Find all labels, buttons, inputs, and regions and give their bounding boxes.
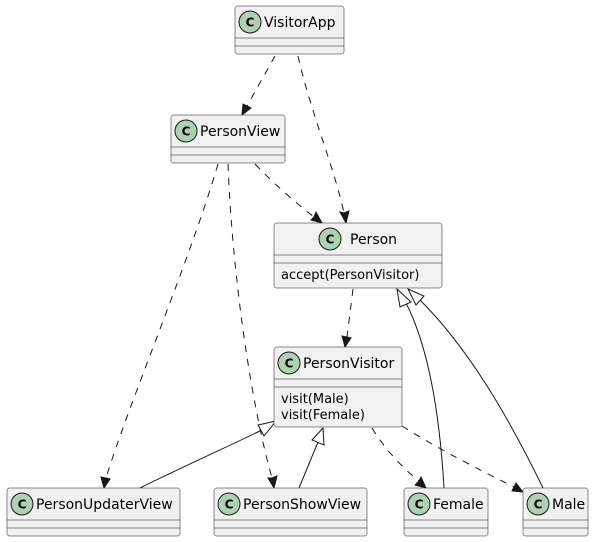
class-method: visit(Female): [281, 408, 365, 423]
arrowhead-personshowview: [267, 475, 278, 490]
edge-personvisitor-to-female: [371, 427, 420, 482]
inheritance-triangle-male: [406, 287, 425, 306]
class-male[interactable]: C Male: [522, 487, 589, 537]
arrowhead-person-from-visitorapp: [339, 210, 350, 225]
class-badge-letter: C: [415, 498, 424, 512]
edge-person-to-personvisitor: [346, 288, 354, 338]
edge-personupdaterview-inherits-personvisitor: [139, 429, 263, 489]
class-personshowview[interactable]: C PersonShowView: [213, 487, 368, 537]
class-badge-letter: C: [18, 498, 27, 512]
class-badge-icon: [238, 10, 262, 34]
edge-visitorapp-to-personview: [246, 55, 276, 107]
class-badge-letter: C: [285, 357, 294, 371]
class-name: PersonShowView: [243, 497, 361, 513]
arrowhead-female: [414, 475, 427, 489]
arrowhead-personvisitor: [341, 335, 352, 349]
class-female[interactable]: C Female: [403, 487, 489, 537]
class-badge-letter: C: [534, 498, 543, 512]
inheritance-triangle-personshowview: [311, 426, 325, 446]
edge-female-inherits-person: [405, 302, 445, 489]
class-name: Person: [350, 232, 397, 248]
class-badge-icon: [10, 492, 34, 516]
class-badge-icon: [318, 227, 342, 251]
arrowhead-person-from-personview: [310, 210, 324, 224]
class-method: accept(PersonVisitor): [281, 268, 419, 283]
class-name: PersonVisitor: [303, 356, 394, 372]
edge-personview-to-personupdaterview: [105, 163, 219, 479]
edge-male-inherits-person: [419, 299, 544, 489]
class-name: PersonUpdaterView: [36, 497, 173, 513]
class-badge-icon: [407, 492, 431, 516]
class-badge-letter: C: [225, 498, 234, 512]
class-personupdaterview[interactable]: C PersonUpdaterView: [6, 487, 181, 537]
class-visitorapp[interactable]: C VisitorApp: [234, 5, 345, 55]
arrowhead-personupdaterview: [100, 476, 111, 490]
class-name: Female: [433, 497, 484, 513]
class-person[interactable]: C Person accept(PersonVisitor): [273, 222, 443, 289]
inheritance-triangle-personupdaterview: [257, 420, 278, 437]
edge-visitorapp-to-person: [297, 55, 345, 214]
arrowhead-personview: [241, 103, 252, 117]
class-name: Male: [552, 497, 585, 513]
arrowhead-male: [511, 482, 525, 493]
class-badge-icon: [526, 492, 550, 516]
edges: [100, 55, 544, 493]
class-badge-letter: C: [326, 233, 335, 247]
edge-personview-to-personshowview: [227, 163, 273, 479]
class-personvisitor[interactable]: C PersonVisitor visit(Male) visit(Female…: [273, 346, 403, 428]
class-name: VisitorApp: [264, 15, 336, 31]
class-badge-icon: [217, 492, 241, 516]
class-badge-icon: [277, 351, 301, 375]
class-badge-letter: C: [246, 16, 255, 30]
class-method: visit(Male): [281, 392, 349, 407]
class-badge-icon: [174, 119, 198, 143]
class-name: PersonView: [200, 124, 280, 140]
class-personview[interactable]: C PersonView: [170, 114, 286, 164]
edge-personvisitor-to-male: [401, 425, 515, 488]
class-badge-letter: C: [182, 125, 191, 139]
edge-personview-to-person: [254, 163, 315, 218]
edge-personshowview-inherits-personvisitor: [298, 441, 319, 489]
inheritance-triangle-female: [396, 287, 412, 308]
